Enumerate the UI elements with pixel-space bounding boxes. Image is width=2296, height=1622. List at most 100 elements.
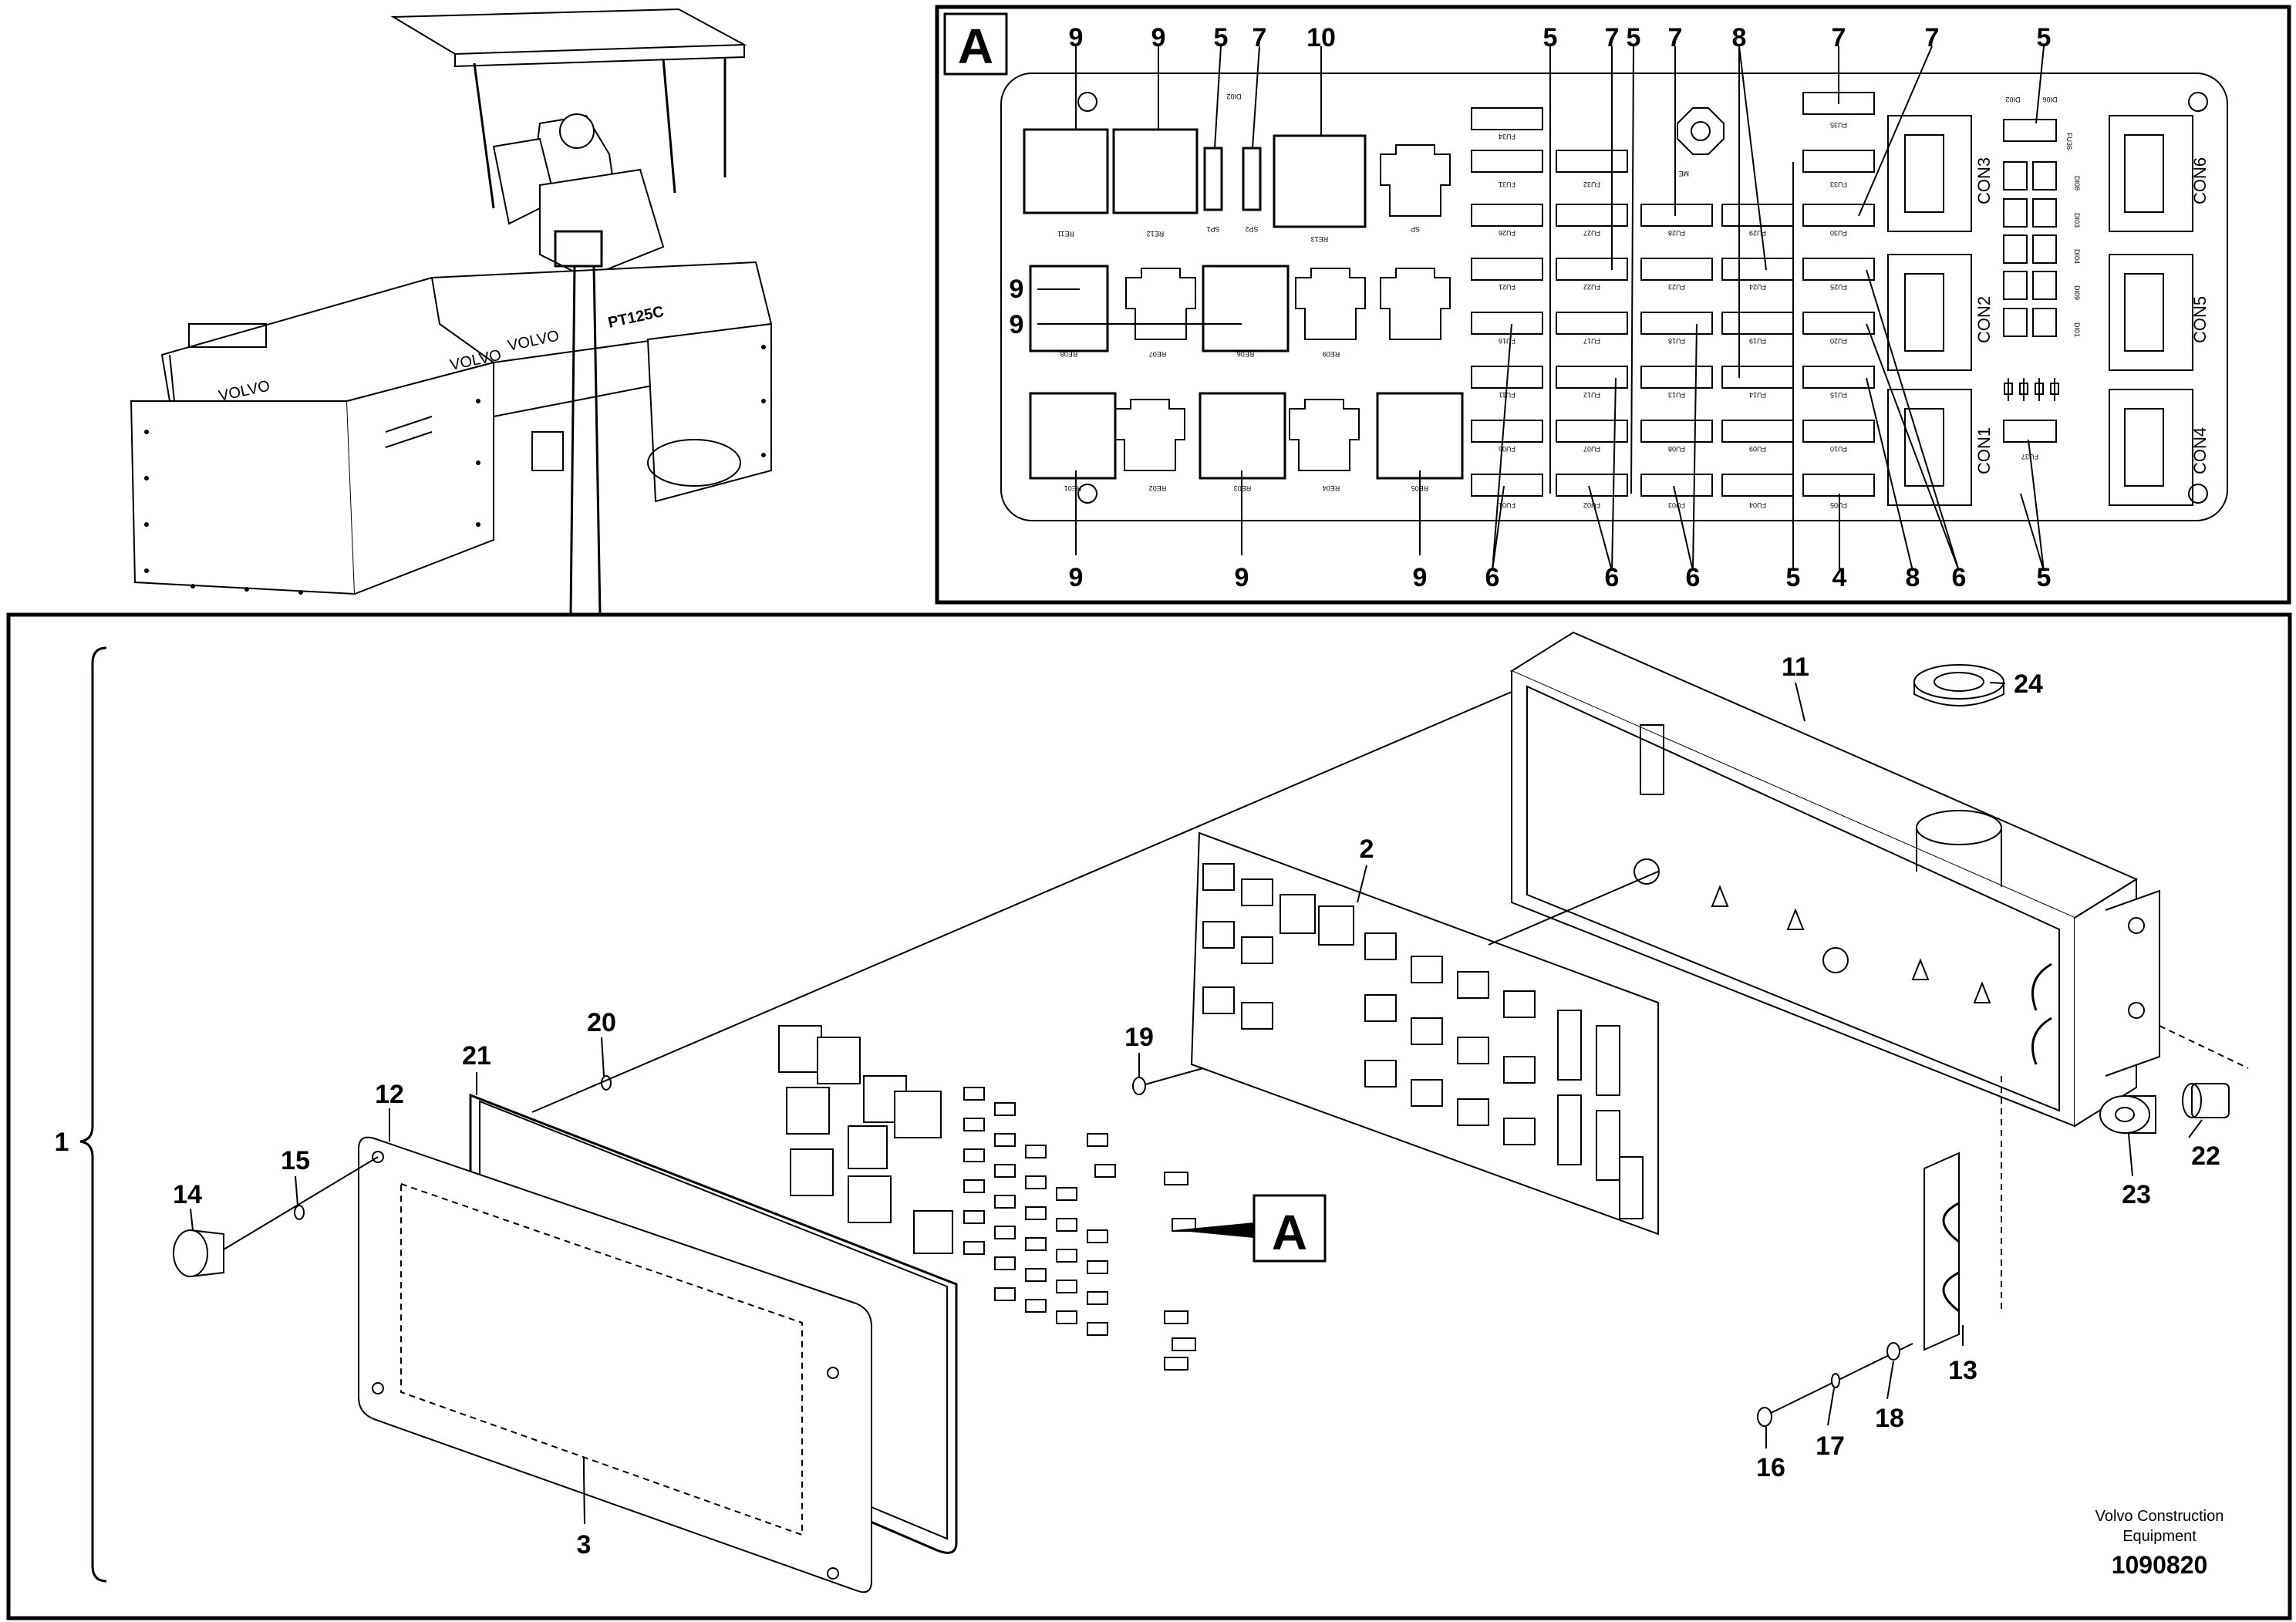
fuse-label: FU29	[1749, 229, 1766, 237]
callout-9: 9	[1069, 563, 1084, 592]
exploded-callouts: 2 3 11 12 13 14 15 16 17 18 19 20 21 22 …	[173, 653, 2220, 1560]
diode-label: DI02	[1226, 93, 1241, 100]
fuse	[1556, 204, 1628, 227]
connector-label: CON2	[1974, 296, 1994, 343]
fuse-label: FU21	[1499, 283, 1515, 291]
fuse-label: FU17	[1583, 337, 1600, 345]
connector-label: CON1	[1974, 427, 1994, 474]
callout-5: 5	[2037, 23, 2052, 52]
relay-label: RE09	[1323, 350, 1340, 358]
fuse-label: FU12	[1583, 391, 1600, 399]
callout-6: 6	[1485, 563, 1500, 592]
callout-7: 7	[1832, 23, 1846, 52]
fuse	[1721, 312, 1794, 335]
diode-label: DI09	[2073, 285, 2081, 300]
callout-6: 6	[1605, 563, 1620, 592]
connector-blocks: CON3 CON2 CON1 CON6 CON5 CON4	[1887, 115, 2210, 506]
diode-label: DI08	[2073, 176, 2081, 191]
fusebox-location	[554, 230, 603, 268]
knob-14	[173, 1229, 208, 1277]
document-number: 1090820	[2112, 1551, 2208, 1579]
fuse	[1471, 474, 1543, 497]
washer-18	[1886, 1342, 1900, 1361]
callout-8: 8	[1906, 563, 1920, 592]
front-drum	[646, 322, 772, 503]
fuse-label: FU16	[1499, 337, 1515, 345]
connector-con1	[1887, 389, 1972, 506]
slot-sp2	[1242, 147, 1262, 211]
fuse-label: FU07	[1583, 445, 1600, 453]
fuse	[1556, 474, 1628, 497]
machine-illustration: VOLVO VOLVO VOLVO PT125C	[130, 8, 773, 595]
connector-con4	[2109, 389, 2193, 506]
callout-6: 6	[1686, 563, 1701, 592]
slot-label: SP2	[1245, 225, 1258, 233]
fuse-label: FU02	[1583, 501, 1600, 509]
clamp-13	[1923, 1152, 1960, 1351]
relay-blocks	[1023, 128, 1464, 480]
callout-17: 17	[1816, 1431, 1845, 1461]
callout-22: 22	[2191, 1141, 2220, 1171]
callout-6: 6	[1952, 563, 1967, 592]
connector-label: CON4	[2190, 427, 2210, 474]
callout-10: 10	[1306, 23, 1336, 52]
fuse-label: FU35	[1830, 121, 1847, 129]
grommet-24	[1913, 664, 2004, 706]
connector-con3	[1887, 115, 1972, 232]
diode-label: DI06	[2042, 96, 2057, 103]
relay-re01	[1029, 392, 1117, 480]
cover-12	[358, 1136, 872, 1593]
fuse	[1721, 204, 1794, 227]
company-name-2: Equipment	[2122, 1528, 2197, 1545]
fuse	[1556, 366, 1628, 389]
fuse-label: FU23	[1668, 283, 1685, 291]
fuse-label: FU14	[1749, 391, 1766, 399]
connector-label: CON3	[1974, 157, 1994, 204]
board-outline	[1000, 73, 2228, 521]
connector-label: CON5	[2190, 296, 2210, 343]
callout-7: 7	[1605, 23, 1620, 52]
fuse-label: FU34	[1499, 133, 1515, 140]
callout-3: 3	[577, 1530, 592, 1560]
relay-label: RE06	[1237, 350, 1255, 358]
detail-a-frame	[935, 5, 2291, 605]
exploded-view-frame	[6, 612, 2292, 1620]
fuse-label: FU20	[1830, 337, 1847, 345]
fuse-label: FU09	[1749, 445, 1766, 453]
fittings	[2099, 1083, 2230, 1134]
fuse	[1640, 420, 1713, 443]
slot-sp1	[1203, 147, 1223, 211]
fuse-label: FU10	[1830, 445, 1847, 453]
exploded-leader-lines	[190, 682, 2203, 1525]
canopy-post	[473, 62, 495, 209]
fuse-label: FU28	[1668, 229, 1685, 237]
fuse-label: FU22	[1583, 283, 1600, 291]
fuse-label: FU19	[1749, 337, 1766, 345]
fuse	[1640, 366, 1713, 389]
callout-12: 12	[375, 1080, 404, 1109]
fuse-label: FU31	[1499, 180, 1515, 188]
fuse	[1721, 420, 1794, 443]
plug-22	[2191, 1083, 2230, 1118]
fuse	[1471, 312, 1543, 335]
callout-23: 23	[2122, 1180, 2151, 1209]
callout-5: 5	[1786, 563, 1801, 592]
relay-socket	[1380, 268, 1451, 340]
company-name: Volvo Construction	[2095, 1508, 2224, 1525]
fuse	[1556, 150, 1628, 173]
callout-2: 2	[1360, 835, 1374, 864]
fuse-label: FU13	[1668, 391, 1685, 399]
fuse	[1802, 204, 1875, 227]
slot-label: SP1	[1206, 225, 1219, 233]
fuse	[1721, 366, 1794, 389]
relay-re06	[1029, 265, 1109, 352]
washer-20	[601, 1075, 612, 1091]
detail-callouts: 9 9 5 7 10 5 7 5 7 8 7 7 5 9 9 9 9 9 6 6…	[1010, 23, 2052, 592]
fuse-label: FU30	[1830, 229, 1847, 237]
fuse	[2003, 119, 2057, 142]
slot-label: SP	[1411, 225, 1420, 233]
canopy-roof	[390, 8, 747, 56]
callout-9: 9	[1069, 23, 1084, 52]
callout-7: 7	[1925, 23, 1940, 52]
relay-label: RE13	[1311, 235, 1329, 243]
